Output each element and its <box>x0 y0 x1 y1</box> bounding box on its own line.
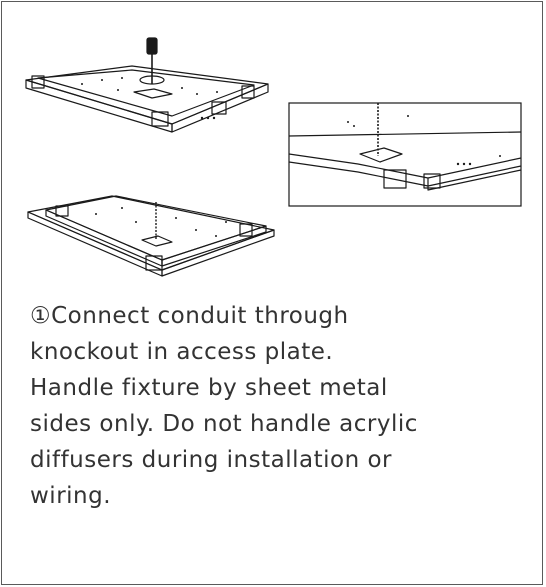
instruction-line: wiring. <box>30 483 112 509</box>
instruction-line: ①Connect conduit through <box>30 303 349 329</box>
instruction-line: knockout in access plate. <box>30 339 334 365</box>
instruction-line: diffusers during installation or <box>30 447 392 473</box>
instruction-text: ①Connect conduit through knockout in acc… <box>30 298 530 514</box>
fixture-screwdriver-icon <box>25 37 269 133</box>
fixture-conduit-icon <box>27 195 275 277</box>
instruction-line: sides only. Do not handle acrylic <box>30 411 418 437</box>
instruction-line: Handle fixture by sheet metal <box>30 375 388 401</box>
knockout-detail-icon <box>288 102 522 207</box>
